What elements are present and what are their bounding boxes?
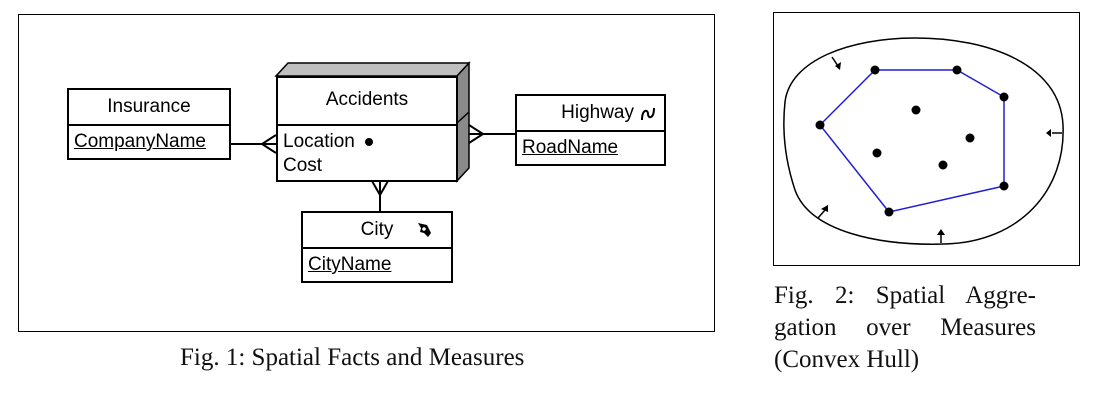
data-points (815, 65, 1009, 217)
figure-2-caption-line-1: Fig. 2: Spatial Aggre- (774, 282, 1036, 309)
insurance-attribute: CompanyName (74, 131, 206, 152)
point (815, 120, 825, 130)
accidents-fact-box: Accidents Location Cost (276, 76, 458, 182)
point (952, 65, 962, 75)
arrow-icon (1046, 129, 1062, 137)
figure-2-caption-line-2: gation over Measures (774, 314, 1036, 341)
outer-contour (783, 37, 1064, 245)
point (965, 133, 975, 143)
measure-cost: Cost (283, 155, 323, 176)
point (911, 105, 921, 115)
highway-crowfoot (468, 124, 485, 144)
point (999, 181, 1009, 191)
point (872, 148, 882, 158)
arrow-icon (831, 56, 841, 70)
convex-hull (818, 69, 1005, 213)
city-title: City (303, 213, 451, 249)
region-icon (418, 223, 431, 237)
shrink-arrows (817, 56, 1062, 243)
figure-2-caption-line-3: (Convex Hull) (774, 346, 920, 373)
highway-attribute: RoadName (522, 137, 619, 158)
city-crowfoot (371, 180, 389, 198)
insurance-crowfoot (260, 134, 277, 154)
point-icon (365, 137, 374, 146)
line-icon (641, 107, 655, 121)
city-dimension-box: City CityName (301, 211, 453, 283)
figure-2-caption: Fig. 2: Spatial Aggre- gation over Measu… (774, 280, 1036, 376)
figure-1-caption: Fig. 1: Spatial Facts and Measures (180, 344, 525, 371)
point (999, 92, 1009, 102)
highway-dimension-box: Highway RoadName (515, 94, 666, 166)
accidents-title: Accidents (278, 78, 456, 126)
measure-location: Location (283, 130, 456, 154)
point (870, 65, 880, 75)
arrow-icon (817, 205, 828, 219)
arrow-icon (937, 229, 945, 243)
city-attribute: CityName (308, 254, 392, 275)
figure-2-frame (773, 12, 1080, 266)
point (884, 207, 894, 217)
insurance-title: Insurance (69, 90, 229, 126)
insurance-dimension-box: Insurance CompanyName (67, 88, 231, 160)
accidents-measures: Location Cost (278, 126, 456, 178)
point (938, 160, 948, 170)
highway-title: Highway (517, 96, 664, 132)
